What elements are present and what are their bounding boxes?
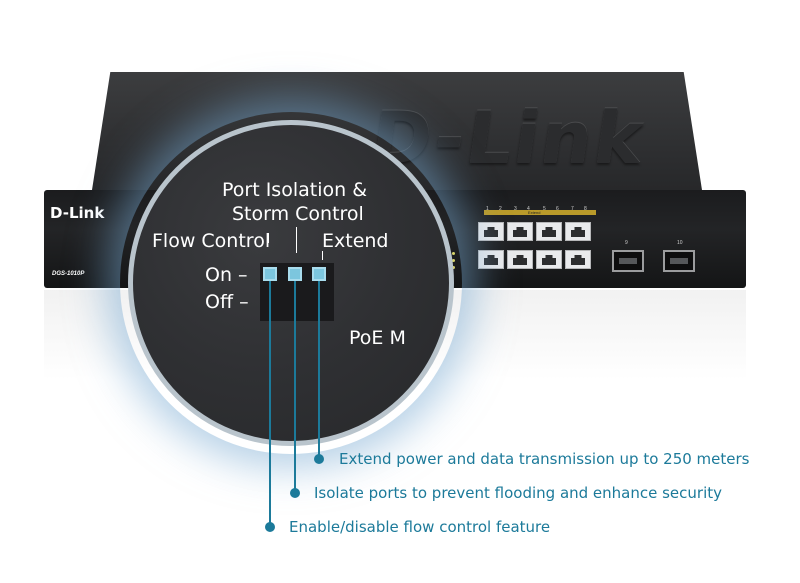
flow-control-dip-switch[interactable] [263, 267, 277, 281]
port-number: 1 [486, 206, 489, 212]
port-number: 6 [556, 206, 559, 212]
port-isolation-label: Port Isolation & [222, 179, 368, 201]
flow-control-callout-line [269, 281, 271, 527]
extend-indicator-label: Extend [528, 210, 541, 215]
port-number: 2 [499, 206, 502, 212]
on-label: On – [205, 264, 248, 286]
status-led-icon [452, 252, 455, 255]
isolation-callout-dot [290, 488, 300, 498]
flow-control-callout-dot [265, 522, 275, 532]
extend-callout-line [318, 281, 320, 459]
flow-control-label: Flow Control [152, 230, 271, 252]
flow-control-callout-text: Enable/disable flow control feature [289, 518, 551, 536]
isolation-tick [296, 227, 297, 253]
isolation-callout-text: Isolate ports to prevent flooding and en… [314, 484, 723, 502]
port-number: 8 [584, 206, 587, 212]
port-number: 4 [527, 206, 530, 212]
sfp-port-number: 9 [625, 240, 628, 246]
model-label: DGS-1010P [52, 271, 85, 277]
ethernet-port [536, 250, 562, 269]
extend-dip-switch[interactable] [312, 267, 326, 281]
status-led-icon [452, 266, 455, 269]
extend-tick [322, 251, 323, 260]
extend-label: Extend [322, 230, 389, 252]
ethernet-port [507, 250, 533, 269]
ethernet-port [536, 222, 562, 241]
embossed-brand-logo: D-Link [365, 96, 651, 180]
isolation-callout-line [294, 281, 296, 493]
storm-control-label: Storm Control [232, 203, 364, 225]
flow-control-tick [268, 233, 269, 243]
extend-callout-dot [314, 454, 324, 464]
ethernet-port [478, 250, 504, 269]
sfp-port [663, 250, 695, 272]
ethernet-port [507, 222, 533, 241]
ethernet-port [565, 250, 591, 269]
sfp-port-number: 10 [677, 240, 683, 246]
ethernet-port [478, 222, 504, 241]
sfp-port [612, 250, 644, 272]
port-number: 3 [514, 206, 517, 212]
poe-mode-label: PoE M [349, 327, 406, 349]
status-led-icon [452, 259, 455, 262]
port-number: 5 [543, 206, 546, 212]
ethernet-port [565, 222, 591, 241]
extend-callout-text: Extend power and data transmission up to… [339, 450, 750, 468]
off-label: Off – [205, 291, 249, 313]
brand-logo: D-Link [50, 204, 105, 222]
port-number: 7 [571, 206, 574, 212]
isolation-dip-switch[interactable] [288, 267, 302, 281]
extend-indicator-bar [484, 210, 596, 215]
